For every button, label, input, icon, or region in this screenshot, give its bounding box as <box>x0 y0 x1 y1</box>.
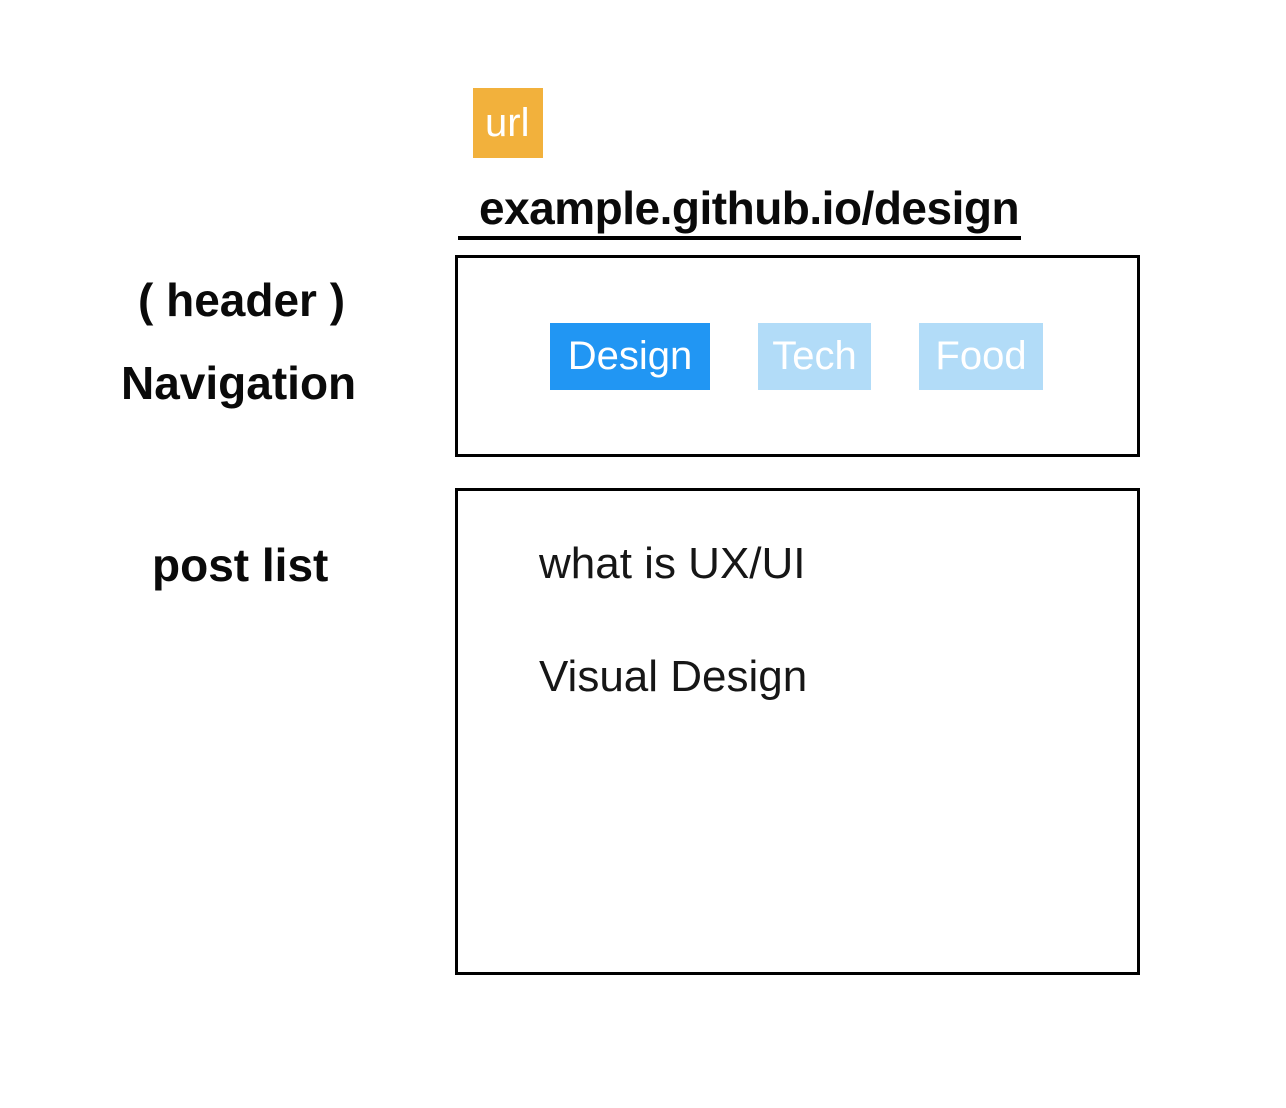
nav-tab-tech[interactable]: Tech <box>758 323 871 390</box>
nav-tab-food[interactable]: Food <box>919 323 1043 390</box>
url-badge: url <box>473 88 543 158</box>
post-list-section-box: what is UX/UI Visual Design <box>455 488 1140 975</box>
annotation-header-label: ( header ) <box>138 274 346 326</box>
header-section-box: Design Tech Food <box>455 255 1140 457</box>
annotation-navigation-label: Navigation <box>121 357 357 409</box>
site-url-link[interactable]: example.github.io/design <box>458 185 1022 240</box>
post-list-item[interactable]: what is UX/UI <box>539 539 806 588</box>
post-list-item[interactable]: Visual Design <box>539 652 808 701</box>
annotation-post-list-label: post list <box>152 539 329 591</box>
nav-tab-design[interactable]: Design <box>550 323 710 390</box>
